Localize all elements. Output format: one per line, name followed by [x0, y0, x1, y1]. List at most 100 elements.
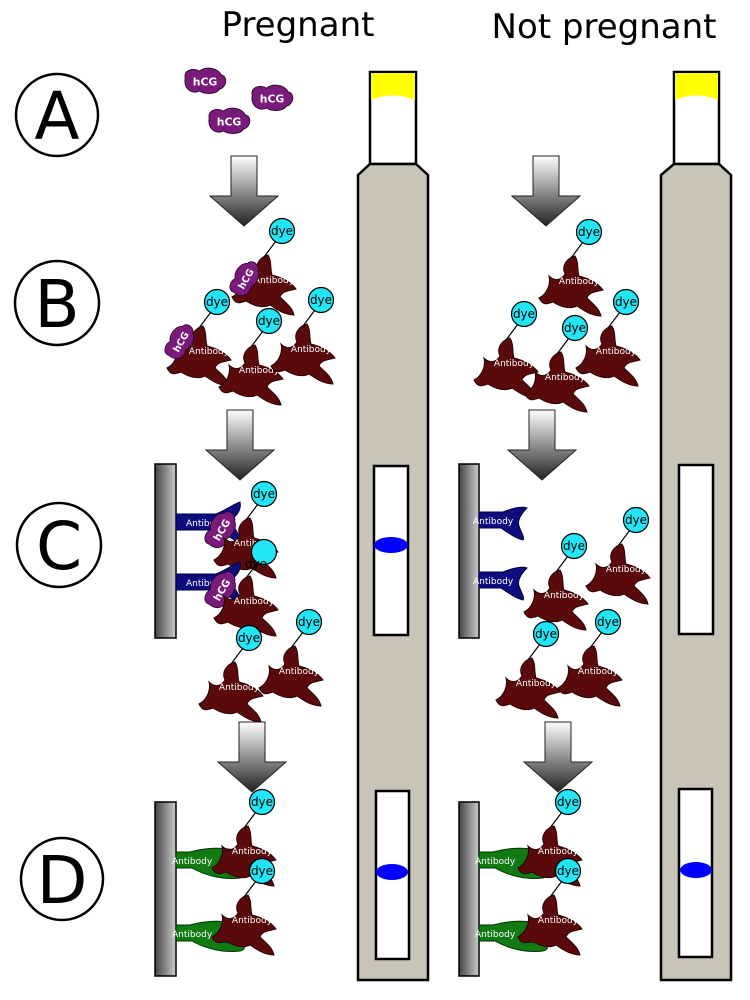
hcg-molecule: hCG — [184, 67, 227, 94]
svg-text:Antibody: Antibody — [186, 519, 227, 529]
membrane-bar — [458, 463, 480, 639]
hcg-molecule: hCG — [200, 565, 242, 613]
svg-text:Antibody: Antibody — [494, 359, 535, 369]
svg-text:hCG: hCG — [260, 93, 285, 106]
svg-text:Antibody: Antibody — [254, 276, 295, 286]
svg-text:Antibody: Antibody — [578, 667, 619, 677]
step-label-d: D — [19, 836, 105, 922]
svg-text:dye: dye — [615, 295, 637, 309]
svg-text:hCG: hCG — [217, 116, 242, 129]
arrow-down-icon — [507, 409, 577, 481]
header-not-pregnant: Not pregnant — [492, 7, 717, 47]
antibody-dye: dye Antibody — [575, 288, 641, 387]
svg-text:Antibody: Antibody — [545, 373, 586, 383]
svg-text:dye: dye — [535, 627, 557, 641]
svg-text:Antibody: Antibody — [172, 857, 213, 867]
svg-text:Antibody: Antibody — [538, 847, 579, 857]
antibody-dye: dye Antibody — [524, 314, 590, 413]
svg-text:dye: dye — [298, 615, 320, 629]
test-strip-not-pregnant — [659, 70, 733, 982]
svg-text:dye: dye — [206, 295, 228, 309]
svg-text:Antibody: Antibody — [172, 930, 213, 940]
svg-text:dye: dye — [563, 539, 585, 553]
svg-text:hCG: hCG — [193, 76, 218, 89]
svg-text:Antibody: Antibody — [475, 857, 516, 867]
membrane-bar — [154, 463, 177, 639]
svg-text:Antibody: Antibody — [219, 683, 260, 693]
antibody-dye-hcg-complex: dye Antibody hCG — [160, 288, 232, 387]
capture-antibody: Antibody — [473, 506, 528, 541]
svg-text:Antibody: Antibody — [475, 930, 516, 940]
svg-text:dye: dye — [564, 321, 586, 335]
hcg-molecule: hCG — [251, 84, 294, 111]
antibody-dye: dye Antibody — [198, 624, 264, 723]
svg-text:Antibody: Antibody — [186, 579, 227, 589]
control-antibody: Antibody — [475, 847, 548, 880]
arrow-down-icon — [205, 409, 275, 481]
arrow-down-icon — [217, 721, 287, 793]
svg-text:Antibody: Antibody — [291, 345, 332, 355]
svg-text:dye: dye — [557, 864, 579, 878]
step-label-c: C — [15, 501, 103, 589]
antibody-dye: dye Antibody — [517, 788, 583, 887]
antibody-dye: dye Antibody — [258, 608, 324, 707]
svg-text:Antibody: Antibody — [559, 277, 600, 287]
control-antibody: Antibody — [172, 847, 245, 880]
svg-text:Antibody: Antibody — [473, 517, 514, 527]
svg-text:Antibody: Antibody — [596, 347, 637, 357]
svg-text:dye: dye — [557, 795, 579, 809]
svg-text:dye: dye — [251, 864, 273, 878]
antibody-dye: dye Antibody — [218, 307, 284, 406]
test-strip-pregnant — [356, 70, 430, 982]
antibody-dye: dye Antibody — [473, 300, 539, 399]
svg-text:Antibody: Antibody — [516, 679, 557, 689]
antibody-dye: dye Antibody — [517, 857, 583, 956]
svg-text:dye: dye — [597, 615, 619, 629]
arrow-down-icon — [523, 721, 593, 793]
antibody-dye: dye Antibody — [585, 506, 651, 605]
svg-text:Antibody: Antibody — [473, 577, 514, 587]
step-letter-d: D — [37, 842, 88, 919]
svg-text:dye: dye — [513, 307, 535, 321]
arrow-down-icon — [209, 155, 279, 227]
svg-text:Antibody: Antibody — [606, 565, 647, 575]
membrane-bar — [458, 801, 480, 977]
svg-text:Antibody: Antibody — [234, 597, 275, 607]
step-letter-c: C — [36, 508, 82, 585]
control-antibody: Antibody — [475, 920, 548, 953]
antibody-dye: dye Antibody — [270, 286, 336, 385]
antibody-dye: dye Antibody — [495, 620, 561, 719]
antibody-dye: dye Antibody — [523, 532, 589, 631]
antibody-dye: dye Antibody — [213, 538, 279, 637]
svg-text:dye: dye — [578, 225, 600, 239]
antibody-dye-hcg-complex: dye Antibody hCG — [225, 217, 297, 316]
svg-text:Antibody: Antibody — [544, 591, 585, 601]
antibody-dye: dye Antibody — [557, 608, 623, 707]
hcg-molecule: hCG — [200, 505, 242, 553]
capture-antibody: Antibody — [473, 566, 528, 601]
step-letter-b: B — [34, 266, 79, 343]
svg-text:dye: dye — [625, 513, 647, 527]
arrow-down-icon — [511, 155, 581, 227]
svg-text:Antibody: Antibody — [232, 847, 273, 857]
antibody-dye: dye Antibody — [211, 788, 277, 887]
svg-text:Antibody: Antibody — [239, 366, 280, 376]
step-label-b: B — [13, 259, 101, 347]
svg-text:dye: dye — [251, 795, 273, 809]
svg-text:Antibody: Antibody — [538, 916, 579, 926]
header-pregnant: Pregnant — [222, 5, 375, 45]
step-letter-a: A — [34, 78, 79, 155]
antibody-dye: dye Antibody — [538, 218, 604, 317]
hcg-molecule: hCG — [208, 107, 251, 134]
control-antibody: Antibody — [172, 920, 245, 953]
antibody-dye: dye Antibody — [211, 857, 277, 956]
svg-text:Antibody: Antibody — [279, 667, 320, 677]
svg-text:dye: dye — [258, 314, 280, 328]
svg-text:Antibody: Antibody — [232, 916, 273, 926]
svg-text:Antibody: Antibody — [189, 347, 230, 357]
svg-text:dye: dye — [253, 487, 275, 501]
membrane-bar — [154, 801, 177, 977]
svg-text:dye: dye — [271, 224, 293, 238]
svg-text:dye: dye — [238, 631, 260, 645]
